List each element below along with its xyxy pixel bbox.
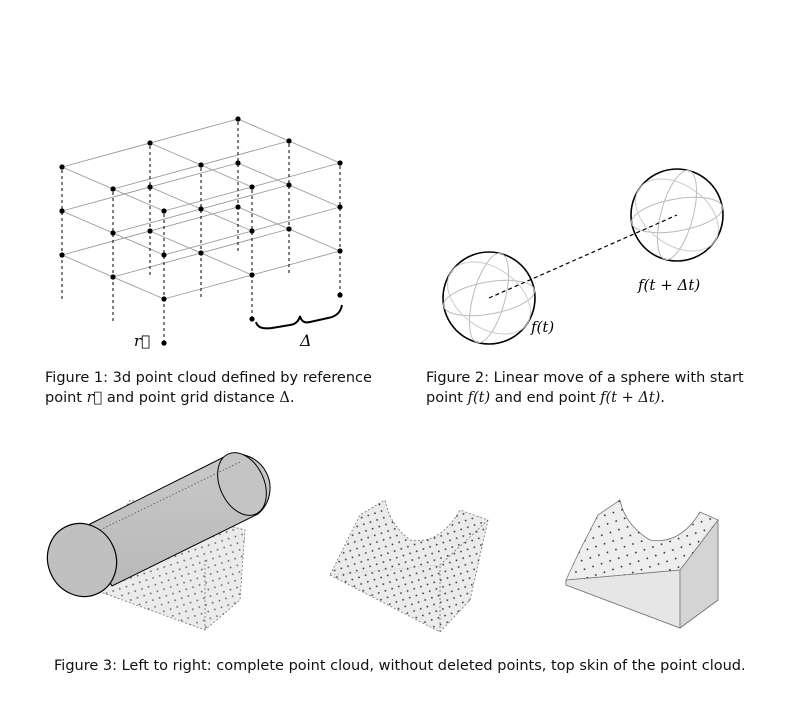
grid-point <box>337 292 343 298</box>
figure-2-caption: Figure 2: Linear move of a sphere with s… <box>426 368 771 408</box>
grid-point <box>198 162 204 168</box>
caption-text: and end point <box>494 390 596 406</box>
grid-point <box>286 182 292 188</box>
grid-point <box>249 316 255 322</box>
point-cloud-complete <box>46 452 271 631</box>
grid-point <box>235 160 241 166</box>
point-cloud-top-skin <box>565 499 719 629</box>
caption-prefix: Figure 1: <box>45 370 108 386</box>
caption-prefix: Figure 3: <box>54 658 117 674</box>
grid-point <box>337 248 343 254</box>
caption-math-r: r⃗ <box>86 390 103 406</box>
figure-3-caption: Figure 3: Left to right: complete point … <box>54 656 774 676</box>
grid-point <box>110 230 116 236</box>
caption-text: point <box>426 390 463 406</box>
caption-math-end: f(t + Δt). <box>600 390 665 406</box>
label-r: r⃗ <box>134 332 150 350</box>
cylinder <box>46 452 271 598</box>
grid-point <box>198 250 204 256</box>
grid-lines <box>61 118 341 343</box>
caption-math-start: f(t) <box>467 390 491 406</box>
label-end: f(t + Δt) <box>637 276 700 294</box>
grid-point <box>110 274 116 280</box>
caption-text: and point grid distance <box>106 390 275 406</box>
figure-1-grid: Δ r⃗ <box>59 116 343 350</box>
caption-math-delta: Δ. <box>279 390 295 406</box>
grid-point <box>110 186 116 192</box>
grid-point <box>161 296 167 302</box>
grid-point <box>59 208 65 214</box>
grid-point <box>147 184 153 190</box>
grid-point <box>147 228 153 234</box>
grid-points <box>59 116 343 346</box>
grid-point <box>286 138 292 144</box>
caption-prefix: Figure 2: <box>426 370 489 386</box>
grid-point <box>59 164 65 170</box>
grid-point <box>337 204 343 210</box>
motion-path <box>488 214 678 299</box>
grid-point <box>337 160 343 166</box>
caption-text: 3d point cloud defined by reference <box>112 370 372 386</box>
grid-point <box>249 184 255 190</box>
label-delta: Δ <box>299 331 312 350</box>
grid-point <box>161 340 167 346</box>
figure-2-spheres: f(t) f(t + Δt) <box>442 168 724 345</box>
grid-point <box>161 208 167 214</box>
figure-3-point-clouds <box>46 452 719 633</box>
grid-point <box>235 116 241 122</box>
grid-point <box>59 252 65 258</box>
grid-point <box>161 252 167 258</box>
figure-1-caption: Figure 1: 3d point cloud defined by refe… <box>45 368 385 408</box>
delta-brace <box>255 304 343 330</box>
grid-point <box>249 228 255 234</box>
caption-text: Left to right: complete point cloud, wit… <box>121 658 746 674</box>
caption-text: Linear move of a sphere with start <box>493 370 744 386</box>
grid-point <box>235 204 241 210</box>
grid-point <box>286 226 292 232</box>
point-cloud-carved <box>329 499 489 633</box>
label-start: f(t) <box>530 318 554 336</box>
caption-text: point <box>45 390 82 406</box>
grid-point <box>147 140 153 146</box>
grid-point <box>249 272 255 278</box>
grid-point <box>198 206 204 212</box>
